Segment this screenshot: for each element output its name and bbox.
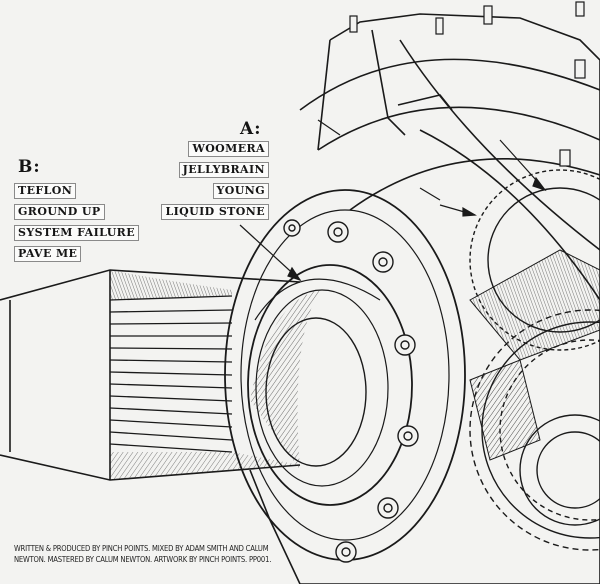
housing-bolts — [349, 1, 586, 167]
shaft-splines — [109, 295, 233, 453]
pointer-arrows — [239, 119, 547, 282]
side-a-track-3: YOUNG — [161, 182, 269, 199]
side-b-track-3: SYSTEM FAILURE — [14, 224, 140, 241]
splined-shaft — [0, 269, 301, 481]
side-b-track-2: GROUND UP — [14, 203, 139, 220]
flange-bolts — [283, 219, 419, 563]
gearbox-housing — [249, 13, 600, 584]
side-a-track-1: WOOMERA — [161, 140, 269, 157]
side-b-track-4: PAVE ME — [14, 245, 139, 262]
credits-text: WRITTEN & PRODUCED BY PINCH POINTS. MIXE… — [14, 544, 272, 564]
gear-teeth — [469, 169, 600, 551]
side-a-tracklist: WOOMERA JELLYBRAIN YOUNG LIQUID STONE — [161, 140, 269, 224]
side-a-heading: A: — [240, 119, 262, 139]
side-a-track-4: LIQUID STONE — [161, 203, 269, 220]
side-b-heading: B: — [18, 157, 41, 177]
side-b-tracklist: TEFLON GROUND UP SYSTEM FAILURE PAVE ME — [14, 182, 140, 266]
side-b-track-1: TEFLON — [14, 182, 139, 199]
side-a-track-2: JELLYBRAIN — [161, 161, 269, 178]
